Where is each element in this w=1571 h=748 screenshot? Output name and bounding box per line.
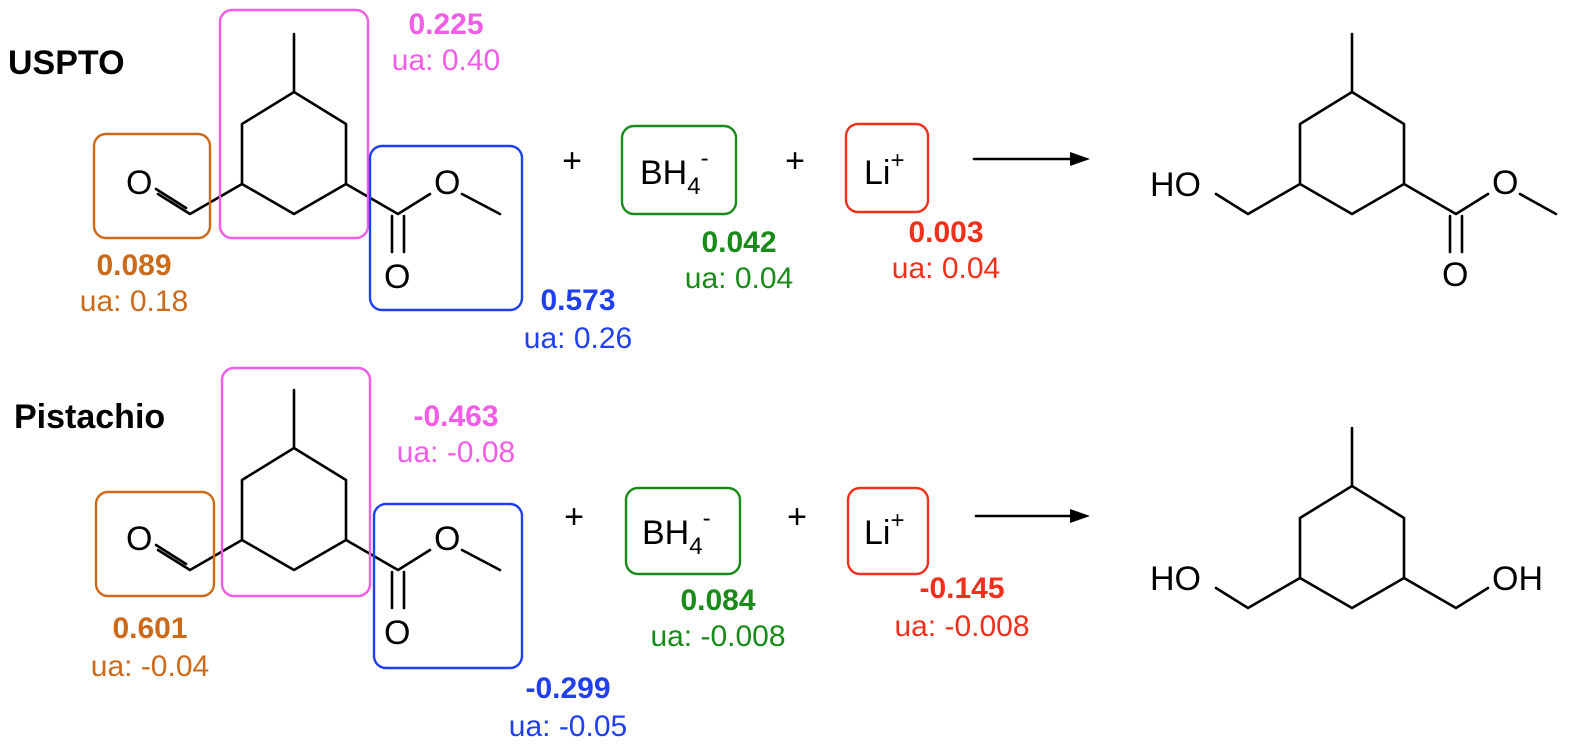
row-pistachio: Pistachio O O O 0.601 ua: -0.04 -0.463 u… — [14, 366, 1543, 743]
aldehyde-score: 0.089 — [96, 249, 171, 282]
row-label-uspto: USPTO — [8, 44, 125, 82]
reaction-arrow — [974, 509, 1090, 523]
borohydride-highlight-box — [620, 124, 738, 216]
carbonyl-oxygen: O — [384, 614, 410, 652]
plus-sign: + — [562, 142, 582, 180]
lithium-score: 0.003 — [908, 216, 983, 249]
carbonyl-double-bond — [390, 214, 406, 254]
product-molecule: HO O O — [1150, 32, 1558, 294]
ring-ua: ua: -0.08 — [397, 436, 515, 469]
aldehyde-ua: ua: 0.18 — [80, 285, 188, 318]
ring-ua: ua: 0.40 — [392, 44, 500, 77]
lithium-highlight-box — [844, 122, 930, 214]
lithium-highlight-box — [846, 486, 930, 576]
plus-sign: + — [785, 142, 805, 180]
ester-ua: ua: 0.26 — [524, 322, 632, 355]
ester-oxygen: O — [434, 164, 460, 202]
ester-oxygen: O — [434, 520, 460, 558]
borohydride-score: 0.084 — [680, 584, 755, 617]
borohydride-ua: ua: -0.008 — [650, 620, 785, 653]
ester-ua: ua: -0.05 — [509, 710, 627, 743]
plus-sign: + — [787, 498, 807, 536]
aldehyde-score: 0.601 — [112, 612, 187, 645]
ring-highlight-box — [218, 8, 370, 240]
hydroxyl-group: HO — [1150, 560, 1201, 598]
aldehyde-oxygen: O — [126, 164, 152, 202]
ester-highlight-box — [372, 502, 524, 670]
borohydride-formula: BH4- — [640, 145, 709, 200]
lithium-ua: ua: 0.04 — [892, 252, 1000, 285]
aldehyde-oxygen: O — [126, 520, 152, 558]
borohydride-ua: ua: 0.04 — [685, 262, 793, 295]
ring-highlight-box — [220, 366, 372, 598]
ester-highlight-box — [368, 144, 524, 312]
ring-bonds — [240, 90, 348, 216]
reaction-arrow — [972, 152, 1090, 166]
aldehyde-double-bond — [154, 187, 188, 210]
aldehyde-highlight-box — [92, 132, 212, 240]
aldehyde-highlight-box — [94, 490, 216, 598]
product-molecule: HO OH — [1150, 426, 1543, 610]
row-uspto: USPTO O O O 0.089 ua: 0.18 0.225 ua: 0.4… — [8, 8, 1558, 355]
ring-score: 0.225 — [408, 8, 483, 41]
borohydride-formula: BH4- — [642, 505, 711, 560]
borohydride-highlight-box — [624, 486, 742, 576]
hydroxyl-group: HO — [1150, 166, 1201, 204]
carbonyl-oxygen: O — [384, 258, 410, 296]
lithium-formula: Li+ — [864, 507, 904, 552]
plus-sign: + — [564, 498, 584, 536]
row-label-pistachio: Pistachio — [14, 398, 165, 436]
hydroxyl-group-right: OH — [1492, 560, 1543, 598]
lithium-formula: Li+ — [864, 147, 904, 192]
lithium-ua: ua: -0.008 — [894, 610, 1029, 643]
ester-score: -0.299 — [525, 672, 610, 705]
aldehyde-bonds — [156, 182, 244, 216]
borohydride-score: 0.042 — [701, 226, 776, 259]
ring-score: -0.463 — [413, 400, 498, 433]
ester-oxygen: O — [1492, 164, 1518, 202]
lithium-score: -0.145 — [919, 572, 1004, 605]
reactant-molecule: O O O — [126, 32, 502, 296]
ester-score: 0.573 — [540, 284, 615, 317]
carbonyl-oxygen: O — [1442, 256, 1468, 294]
aldehyde-ua: ua: -0.04 — [91, 650, 209, 683]
reactant-molecule: O O O — [126, 388, 502, 652]
ester-bonds — [344, 182, 502, 216]
